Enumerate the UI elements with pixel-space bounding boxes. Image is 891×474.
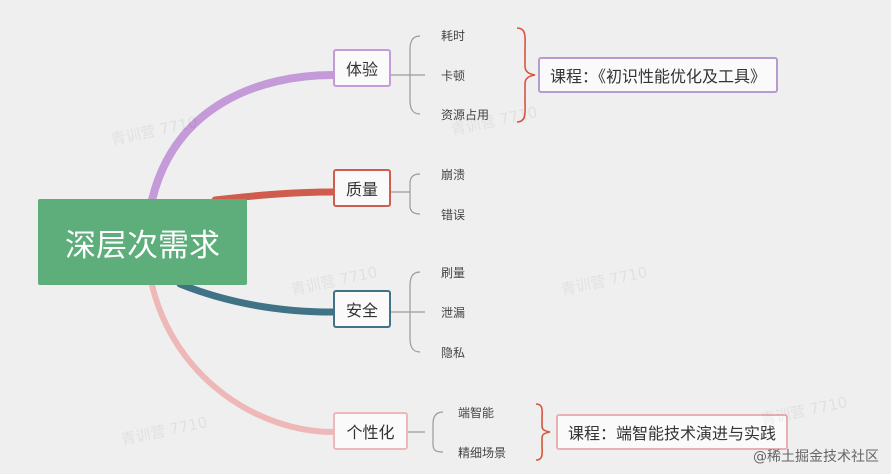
branch-node-personalization: 个性化 [333,412,408,450]
leaf-item: 端智能 [458,406,495,420]
branch-label: 个性化 [346,423,395,442]
branch-label: 体验 [345,60,378,79]
course-brace-personalization [535,403,551,461]
course-box-personalization: 课程：端智能技术演进与实践 [556,414,789,450]
leaf-item: 耗时 [441,29,466,43]
leaf-item: 泄漏 [441,306,466,320]
connector-quality [211,188,337,204]
leaf-item: 卡顿 [441,69,466,83]
leaf-bracket-experience [391,35,425,115]
branch-label: 质量 [345,180,378,199]
leaf-item: 错误 [441,208,466,222]
branch-node-quality: 质量 [333,169,391,207]
leaf-bracket-quality [391,173,421,215]
root-node: 深层次需求 [38,199,247,285]
branch-label: 安全 [345,301,378,320]
root-label: 深层次需求 [65,227,220,264]
connector-experience [148,71,337,204]
branch-node-security: 安全 [333,290,391,328]
leaf-item: 隐私 [441,346,466,360]
connector-personalization [149,282,336,435]
leaf-item: 刷量 [441,266,466,280]
leaf-bracket-security [391,271,425,353]
branch-node-experience: 体验 [333,49,391,87]
leaf-item: 精细场景 [458,446,507,460]
course-label: 课程：《初识性能优化及工具》 [550,67,767,86]
credit-text: @稀土掘金技术社区 [753,449,879,465]
leaf-bracket-personalization [408,411,444,453]
leaf-item: 崩溃 [441,168,466,182]
connector-security [176,280,337,316]
course-brace-experience [516,27,536,123]
course-label: 课程：端智能技术演进与实践 [568,424,777,443]
leaf-item: 资源占用 [441,108,490,122]
course-box-experience: 课程：《初识性能优化及工具》 [538,57,779,93]
